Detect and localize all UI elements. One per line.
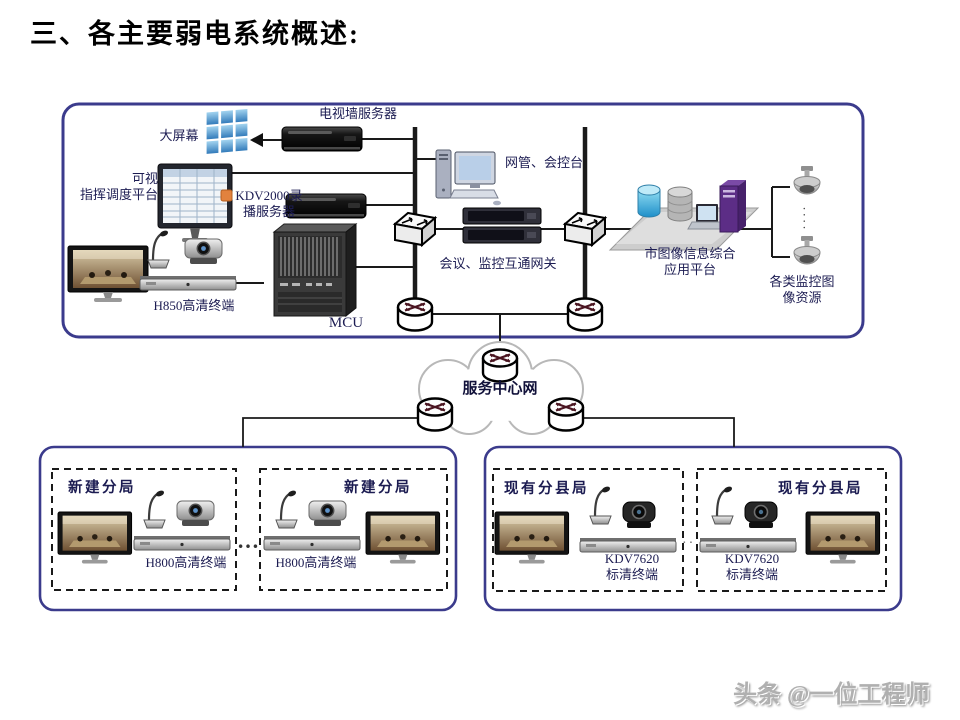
ptz-camera-icon (184, 238, 223, 265)
new-branch-right-title: 新建分局 (344, 480, 412, 496)
tv-wall-server-icon (281, 126, 363, 152)
router-right-icon (566, 297, 604, 332)
desktop-pc-icon (435, 149, 502, 206)
kdv2000-line1: KDV2000录 (235, 188, 303, 203)
dome-bracket (771, 186, 790, 258)
kdv7620-right-label: KDV7620 标清终端 (708, 551, 796, 583)
county-ellipsis: ·· (682, 536, 696, 551)
cloud-router-right-icon (547, 397, 585, 432)
cloud-to-new-branches-link (242, 417, 418, 447)
network-switch-left-icon (394, 212, 436, 246)
nms-console-label: 网管、会控台 (504, 155, 583, 170)
watermark: 头条 @一位工程师 (733, 682, 930, 708)
kdv7620-right-line2: 标清终端 (725, 566, 778, 582)
new-branch-left-dashed-box (51, 468, 237, 591)
city-platform-line1: 市图像信息综合 (644, 246, 736, 261)
ptz-camera-dark-icon (622, 501, 656, 529)
application-platform-icon (608, 180, 760, 251)
h850-terminal-icon (139, 275, 237, 291)
router-left-icon (396, 297, 434, 332)
county-branch-right-title: 现有分县局 (778, 481, 863, 497)
arrowhead-to-bigscreen (250, 133, 263, 147)
page-title: 三、各主要弱电系统概述: (30, 19, 360, 49)
h850-terminal-label: H850高清终端 (153, 298, 235, 313)
service-center-network-label: 服务中心网 (462, 381, 538, 397)
new-branch-right-dashed-box (259, 468, 448, 591)
dispatch-platform-label: 可视 指挥调度平台 (70, 171, 158, 203)
h800-terminal-icon (263, 535, 361, 551)
surveillance-line1: 各类监控图 (769, 274, 835, 289)
network-switch-right-icon (564, 212, 606, 246)
video-wall-icon (205, 107, 249, 156)
county-branch-left-title: 现有分县局 (504, 481, 589, 497)
kdv2000-line2: 播服务器 (242, 203, 295, 219)
dispatch-line1: 可视 (131, 171, 158, 186)
surveillance-label: 各类监控图 像资源 (754, 274, 850, 306)
kdv7620-left-line1: KDV7620 (604, 551, 660, 566)
mcu-chassis-icon (273, 223, 357, 317)
kdv2000-label: KDV2000录 播服务器 (228, 188, 310, 220)
cloud-router-left-icon (416, 397, 454, 432)
ptz-camera-icon (308, 500, 347, 527)
kdv7620-terminal-icon (579, 537, 677, 553)
county-branches-box (483, 445, 903, 612)
new-branch-left-title: 新建分局 (68, 480, 136, 496)
big-screen-label: 大屏幕 (159, 128, 199, 143)
city-platform-label: 市图像信息综合 应用平台 (636, 246, 744, 278)
branch-ellipsis: … (237, 528, 259, 553)
kdv7620-left-line2: 标清终端 (605, 566, 658, 582)
tv-wall-server-label: 电视墙服务器 (318, 106, 397, 121)
kdv7620-left-label: KDV7620 标清终端 (588, 551, 676, 583)
connector-lines (232, 127, 790, 447)
surveillance-line2: 像资源 (782, 289, 822, 305)
dispatch-line2: 指挥调度平台 (79, 186, 158, 202)
gateway-label: 会议、监控互通网关 (439, 256, 557, 271)
cloud-to-county-branches-link (582, 417, 735, 447)
kdv7620-right-line1: KDV7620 (724, 551, 780, 566)
dome-ellipsis: ···· (797, 206, 812, 232)
ptz-camera-dark-icon (744, 501, 778, 529)
city-platform-line2: 应用平台 (663, 261, 716, 277)
kdv7620-terminal-icon (699, 537, 797, 553)
new-branches-box (38, 445, 458, 612)
h800-terminal-icon (133, 535, 231, 551)
mcu-label: MCU (328, 315, 364, 331)
h800-left-label: H800高清终端 (145, 555, 227, 570)
h800-right-label: H800高清终端 (275, 555, 357, 570)
ptz-camera-icon (176, 500, 215, 527)
